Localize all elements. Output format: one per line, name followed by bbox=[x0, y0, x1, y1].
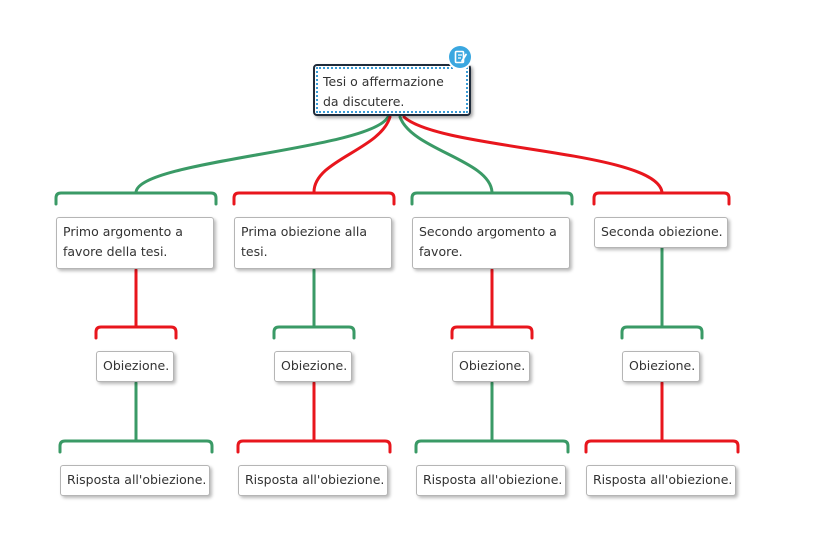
response-node-l3-3[interactable]: Risposta all'obiezione. bbox=[416, 465, 566, 496]
bracket-l3-1 bbox=[58, 439, 214, 454]
edit-note-badge[interactable] bbox=[449, 46, 471, 68]
objection-node-l2-3[interactable]: Obiezione. bbox=[452, 351, 530, 382]
response-node-l3-2[interactable]: Risposta all'obiezione. bbox=[238, 465, 388, 496]
bracket-prima-obiezione bbox=[232, 191, 396, 206]
connector-root-to-seconda-obiezione bbox=[402, 115, 664, 194]
bracket-l2-2 bbox=[272, 325, 356, 340]
response-text: Risposta all'obiezione. bbox=[593, 472, 733, 487]
connector-root-to-prima-obiezione bbox=[312, 115, 392, 194]
bracket-l2-4 bbox=[620, 325, 704, 340]
response-text: Risposta all'obiezione. bbox=[245, 472, 385, 487]
response-node-l3-4[interactable]: Risposta all'obiezione. bbox=[586, 465, 736, 496]
objection-node-l2-1[interactable]: Obiezione. bbox=[96, 351, 174, 382]
connector-root-to-primo bbox=[134, 115, 390, 194]
response-text: Risposta all'obiezione. bbox=[423, 472, 563, 487]
argument-node-primo[interactable]: Primo argomento a favore della tesi. bbox=[56, 217, 214, 269]
objection-text: Prima obiezione alla tesi. bbox=[241, 224, 368, 259]
root-thesis-text: Tesi o affermazione da discutere. bbox=[323, 74, 444, 109]
argument-text: Secondo argomento a favore. bbox=[419, 224, 557, 259]
objection-text: Obiezione. bbox=[459, 358, 526, 373]
edit-note-icon bbox=[454, 50, 467, 64]
bracket-seconda-obiezione bbox=[592, 191, 731, 206]
objection-text: Obiezione. bbox=[103, 358, 170, 373]
bracket-primo bbox=[54, 191, 218, 206]
bracket-secondo bbox=[410, 191, 574, 206]
bracket-l3-2 bbox=[236, 439, 392, 454]
bracket-l2-3 bbox=[450, 325, 534, 340]
argument-node-secondo[interactable]: Secondo argomento a favore. bbox=[412, 217, 570, 269]
objection-node-prima[interactable]: Prima obiezione alla tesi. bbox=[234, 217, 392, 269]
response-node-l3-1[interactable]: Risposta all'obiezione. bbox=[60, 465, 210, 496]
objection-text: Seconda obiezione. bbox=[601, 224, 723, 239]
objection-node-seconda[interactable]: Seconda obiezione. bbox=[594, 217, 728, 248]
bracket-l3-3 bbox=[414, 439, 570, 454]
response-text: Risposta all'obiezione. bbox=[67, 472, 207, 487]
connector-root-to-secondo bbox=[398, 115, 494, 194]
objection-text: Obiezione. bbox=[281, 358, 348, 373]
objection-node-l2-2[interactable]: Obiezione. bbox=[274, 351, 352, 382]
objection-text: Obiezione. bbox=[629, 358, 696, 373]
bracket-l2-1 bbox=[94, 325, 178, 340]
objection-node-l2-4[interactable]: Obiezione. bbox=[622, 351, 700, 382]
bracket-l3-4 bbox=[584, 439, 740, 454]
argument-text: Primo argomento a favore della tesi. bbox=[63, 224, 183, 259]
root-thesis-node[interactable]: Tesi o affermazione da discutere. bbox=[313, 64, 471, 116]
